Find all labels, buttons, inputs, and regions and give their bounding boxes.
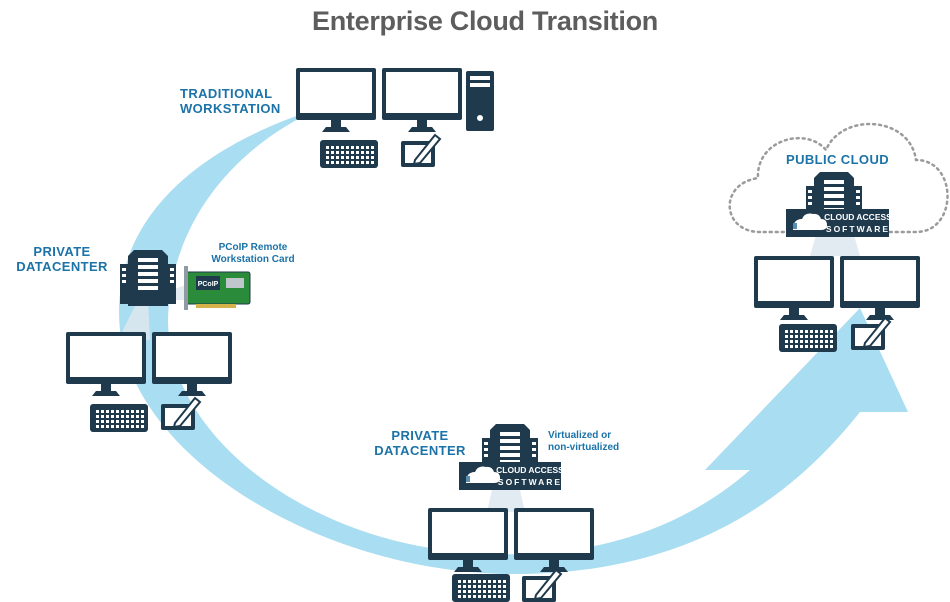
label-line: PRIVATE (33, 244, 91, 259)
label-line: TRADITIONAL (180, 86, 273, 101)
note-line: non-virtualized (548, 442, 620, 453)
label-traditional-workstation: TRADITIONAL WORKSTATION (180, 86, 281, 116)
beam-bottom (487, 490, 525, 512)
badge-line2: SOFTWARE (498, 477, 562, 487)
label-private-datacenter-left: PRIVATE DATACENTER (12, 244, 112, 274)
note-line: Workstation Card (211, 254, 295, 265)
label-line: WORKSTATION (180, 101, 281, 116)
monitor-icon (840, 256, 920, 320)
server-icon (120, 250, 176, 306)
beam-left (118, 300, 150, 340)
monitor-icon (66, 332, 146, 396)
note-line: Virtualized or (548, 430, 612, 441)
note-line: PCoIP Remote (218, 242, 288, 253)
label-line: DATACENTER (16, 259, 108, 274)
badge-line1: CLOUD ACCESS (496, 465, 564, 475)
badge-line2: SOFTWARE (826, 224, 890, 234)
cloud-access-badge-bottom: CLOUD ACCESS SOFTWARE (459, 462, 564, 490)
label-line: DATACENTER (374, 443, 466, 458)
private-datacenter-left-group: PCoIP (66, 250, 251, 432)
note-pcoip-card: PCoIP Remote Workstation Card (208, 242, 298, 266)
badge-line1: CLOUD ACCESS (824, 212, 892, 222)
keyboard-icon (320, 140, 378, 168)
cloud-access-badge-cloud: CLOUD ACCESS SOFTWARE (786, 209, 892, 237)
tablet-pen-icon (400, 134, 441, 168)
pcie-card-icon: PCoIP (184, 266, 251, 310)
label-private-datacenter-bottom: PRIVATE DATACENTER (370, 428, 470, 458)
label-line: PRIVATE (391, 428, 449, 443)
monitor-icon (382, 68, 462, 132)
diagram-title: Enterprise Cloud Transition (312, 6, 658, 36)
tower-pc-icon (466, 71, 494, 131)
traditional-workstation-group (296, 68, 494, 168)
note-virtualized: Virtualized or non-virtualized (548, 430, 619, 454)
monitor-icon (754, 256, 834, 320)
public-cloud-group: CLOUD ACCESS SOFTWARE (728, 122, 949, 352)
label-public-cloud: PUBLIC CLOUD (786, 152, 890, 167)
keyboard-icon (779, 324, 837, 352)
tablet-pen-icon (521, 569, 562, 602)
monitor-icon (296, 68, 376, 132)
card-chip-label: PCoIP (198, 281, 219, 288)
keyboard-icon (90, 404, 148, 432)
keyboard-icon (452, 574, 510, 602)
private-datacenter-bottom-group: CLOUD ACCESS SOFTWARE (428, 424, 594, 602)
